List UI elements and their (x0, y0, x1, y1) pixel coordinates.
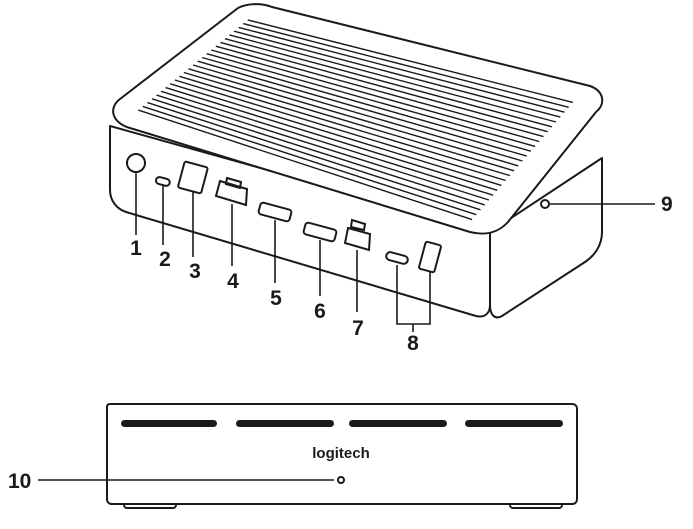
vent-line (211, 49, 540, 143)
vent-line (224, 38, 553, 128)
callout-leaders (135, 172, 655, 332)
vent-line (160, 90, 494, 196)
vent-line (192, 64, 523, 162)
device-isometric (109, 3, 604, 319)
vent-line (243, 22, 569, 108)
vent-line (151, 98, 485, 206)
power-button (126, 153, 146, 173)
front-vent-slot-3 (349, 420, 447, 427)
hdmi-port-1 (257, 201, 293, 223)
vent-line (215, 45, 544, 138)
vent-line (165, 86, 498, 191)
usb-a-port-left (177, 160, 209, 195)
vent-line (197, 60, 527, 157)
callout-5: 5 (270, 287, 282, 310)
callout-9: 9 (661, 193, 673, 216)
callout-6: 6 (314, 300, 326, 323)
vent-line (174, 79, 506, 182)
vent-line (138, 109, 473, 221)
vent-line (201, 56, 532, 152)
ethernet-port (214, 176, 249, 207)
vent-line (238, 26, 565, 113)
front-led-indicator (337, 476, 345, 484)
vent-line (183, 71, 515, 172)
callout-7: 7 (352, 317, 364, 340)
vent-line (142, 105, 477, 216)
vent-line (233, 30, 561, 118)
vent-line (229, 34, 557, 123)
usb-c-port-right (385, 251, 409, 265)
front-vent-slot-2 (236, 420, 334, 427)
vent-line (156, 94, 490, 201)
device-front-view: logitech (106, 403, 578, 509)
front-vent-slot-1 (121, 420, 217, 427)
vent-line (179, 75, 511, 177)
callout-3: 3 (189, 260, 201, 283)
vent-line (220, 41, 548, 133)
brand-logo-text: logitech (312, 445, 370, 462)
callout-10: 10 (8, 470, 31, 493)
callout-1: 1 (130, 237, 142, 260)
network-port (343, 218, 372, 252)
leader-8 (396, 265, 431, 332)
callout-8: 8 (407, 332, 419, 355)
usb-c-port-left (154, 176, 171, 187)
callout-2: 2 (159, 248, 171, 271)
callout-labels: 1 2 3 4 5 6 7 8 9 (130, 193, 673, 355)
vent-line (188, 68, 519, 167)
front-vent-slot-4 (465, 420, 563, 427)
usb-a-port-right (418, 240, 442, 274)
top-vent-lines (138, 19, 574, 221)
vent-line (206, 53, 536, 148)
vent-line (169, 83, 502, 187)
side-reset-hole (540, 199, 550, 209)
vent-line (247, 19, 574, 104)
front-body (106, 403, 578, 505)
hdmi-port-2 (302, 221, 338, 243)
callout-4: 4 (227, 270, 239, 293)
device-side-face (489, 157, 603, 319)
vent-line (147, 101, 481, 211)
